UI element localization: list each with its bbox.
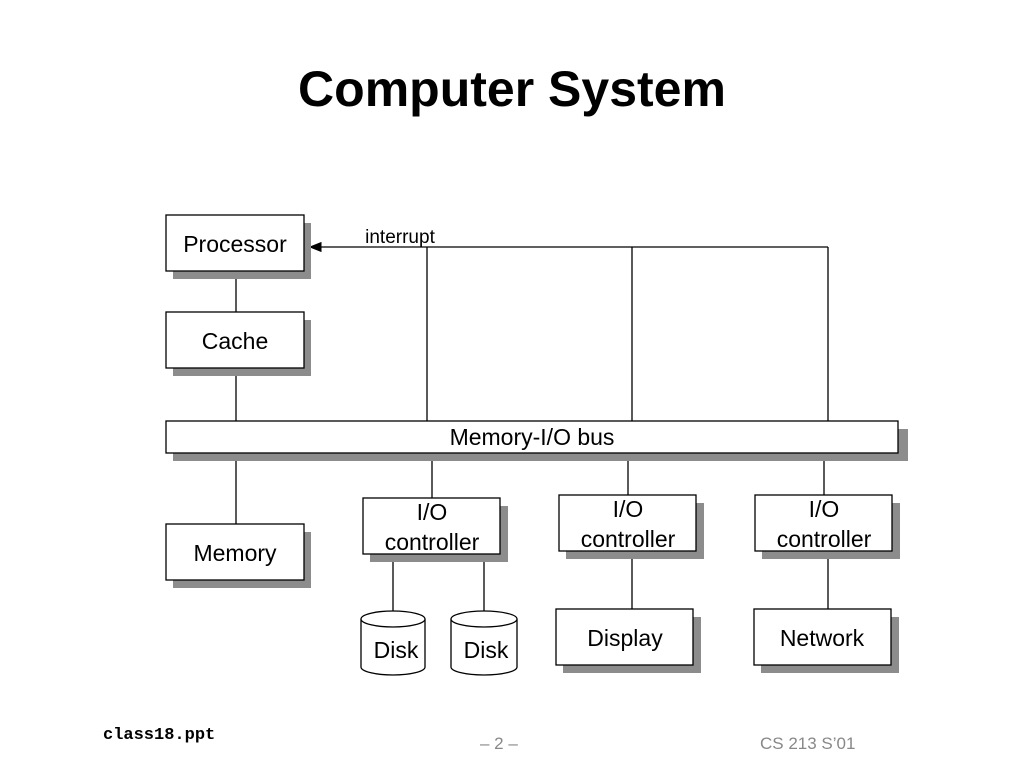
io-controller-2-label-line1: I/O xyxy=(613,496,644,522)
memory-io-bus-label: Memory-I/O bus xyxy=(450,424,615,450)
memory-label: Memory xyxy=(193,540,277,566)
footer-page-number: – 2 – xyxy=(480,734,518,753)
io-controller-1-label-line2: controller xyxy=(385,529,480,555)
footer-course: CS 213 S’01 xyxy=(760,734,856,753)
disk-1-label: Disk xyxy=(374,637,419,663)
network-label: Network xyxy=(780,625,865,651)
io-controller-3-label-line2: controller xyxy=(777,526,872,552)
processor-box xyxy=(165,214,305,272)
network-box xyxy=(753,608,892,666)
disk-2-label: Disk xyxy=(464,637,509,663)
processor-label: Processor xyxy=(183,231,287,257)
interrupt-label: interrupt xyxy=(365,227,435,248)
disk-cylinder-1 xyxy=(360,610,426,676)
disk-cylinder-2 xyxy=(450,610,518,676)
io-controller-box-3 xyxy=(754,494,893,552)
io-controller-box-1 xyxy=(362,497,501,555)
cache-label: Cache xyxy=(202,328,268,354)
io-controller-1-label-line1: I/O xyxy=(417,499,448,525)
display-label: Display xyxy=(587,625,663,651)
memory-io-bus-box xyxy=(165,420,899,454)
io-controller-box-2 xyxy=(558,494,697,552)
cache-box xyxy=(165,311,305,369)
footer-filename: class18.ppt xyxy=(103,726,216,745)
io-controller-3-label-line1: I/O xyxy=(809,496,840,522)
display-box xyxy=(555,608,694,666)
io-controller-2-label-line2: controller xyxy=(581,526,676,552)
slide-title: Computer System xyxy=(298,61,726,117)
memory-box xyxy=(165,523,305,581)
